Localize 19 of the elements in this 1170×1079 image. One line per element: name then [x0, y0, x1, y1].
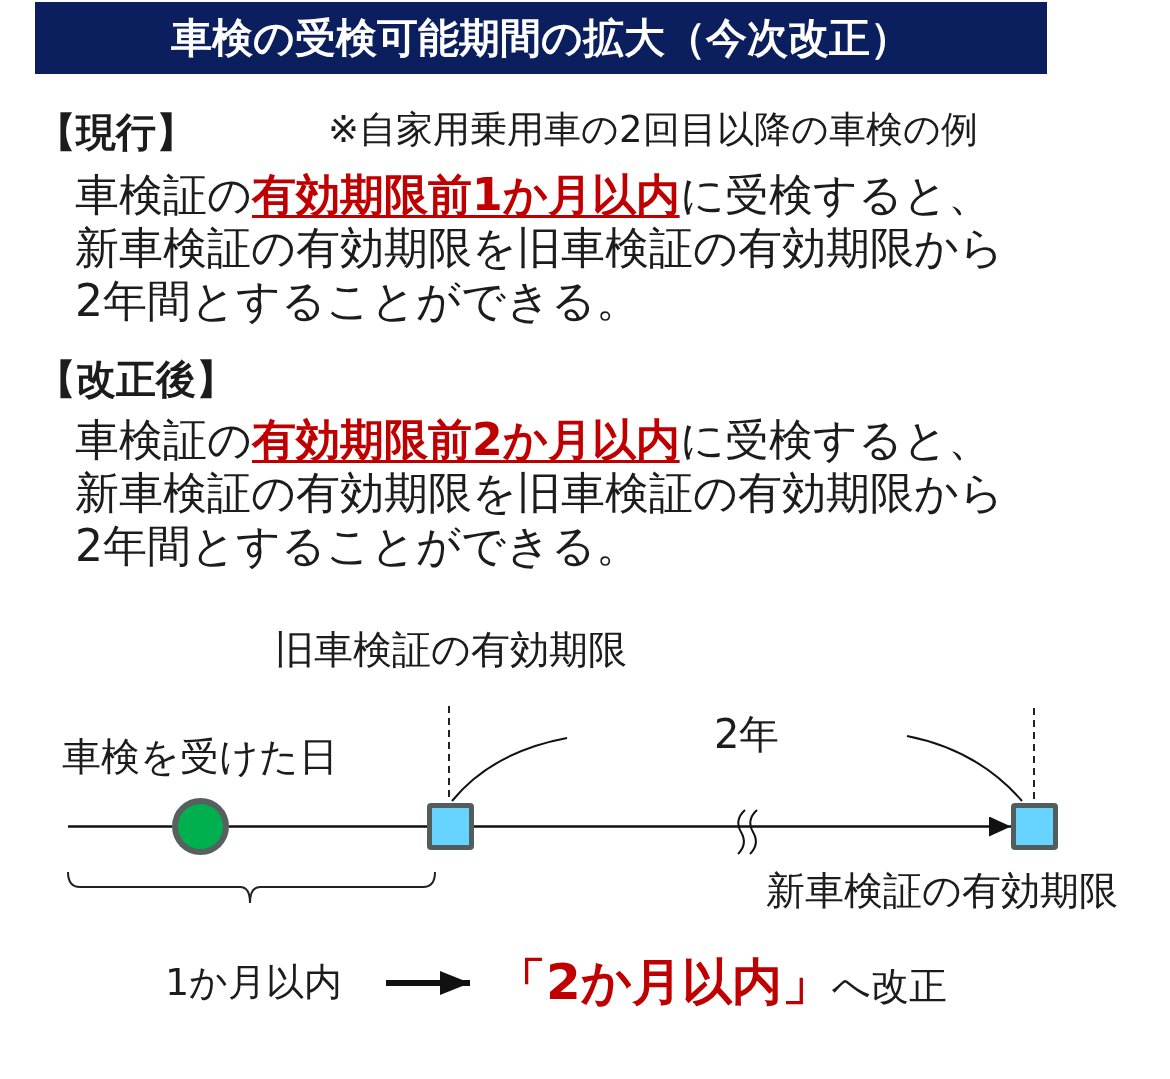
arrow [474, 816, 1011, 837]
timeline-line [229, 825, 427, 828]
section-heading: 【改正後】 [36, 355, 236, 403]
section-heading: 【現行】 [36, 108, 196, 156]
timeline-line [68, 825, 172, 828]
rule-paragraph: 車検証の有効期限前1か月以内に受検すると、新車検証の有効期限を旧車検証の有効期限から2年間とすることができる。 [75, 168, 1005, 327]
marker-caption: 新車検証の有効期限 [766, 868, 1118, 914]
marker-caption: 旧車検証の有効期限 [275, 627, 627, 673]
square-marker [1011, 803, 1058, 850]
arrow [386, 971, 470, 995]
revision-note: 「2か月以内」へ改正 [496, 951, 947, 1013]
title-banner: 車検の受検可能期間の拡大（今次改正） [35, 2, 1047, 74]
circle-marker [172, 798, 229, 855]
square-marker [427, 803, 474, 850]
rule-paragraph: 車検証の有効期限前2か月以内に受検すると、新車検証の有効期限を旧車検証の有効期限から2年間とすることができる。 [75, 413, 1005, 572]
example-note: ※自家用乗用車の2回目以降の車検の例 [328, 108, 978, 152]
marker-caption: 車検を受けた日 [62, 734, 338, 780]
duration-label: 2年 [714, 711, 780, 757]
period-label: 1か月以内 [165, 959, 343, 1007]
